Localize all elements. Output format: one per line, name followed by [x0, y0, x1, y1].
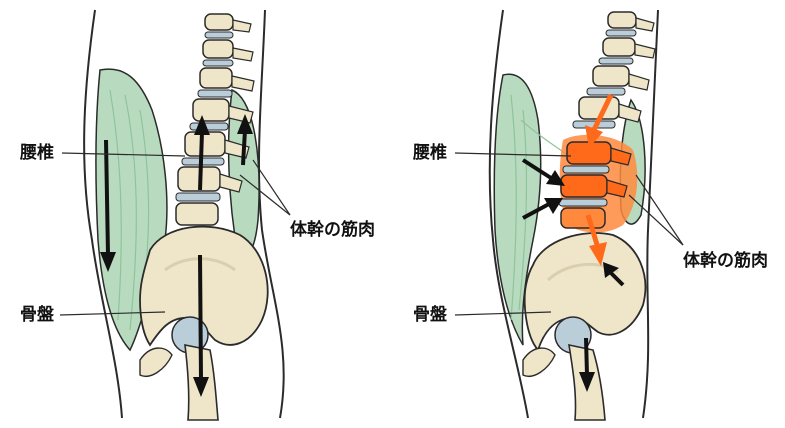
- leader-pelvis: [454, 311, 552, 316]
- label-pelvis: 骨盤: [413, 305, 447, 325]
- panel-strained-posture: 腰椎 骨盤 体幹の筋肉: [393, 0, 785, 428]
- pelvis: [139, 225, 269, 347]
- leader-lumbar: [61, 152, 186, 157]
- leader-lumbar: [454, 152, 572, 157]
- body-outline: [83, 9, 123, 419]
- leader-trunk-2: [628, 194, 684, 246]
- label-trunk-muscle: 体幹の筋肉: [290, 220, 375, 240]
- back-outline: [642, 9, 659, 419]
- back-outline: [258, 9, 285, 419]
- label-pelvis: 骨盤: [20, 305, 54, 325]
- anatomy-drawing-strained: [454, 9, 684, 421]
- leader-trunk-1: [252, 159, 291, 216]
- label-lumbar: 腰椎: [413, 143, 447, 163]
- pelvis: [523, 232, 647, 352]
- leader-trunk-2: [239, 174, 291, 216]
- force-arrows: [100, 114, 253, 397]
- body-outline: [488, 9, 529, 419]
- label-lumbar: 腰椎: [20, 143, 54, 163]
- leader-trunk-1: [635, 174, 684, 246]
- panel-normal-posture: 腰椎 骨盤 体幹の筋肉: [0, 0, 392, 428]
- label-trunk-muscle: 体幹の筋肉: [683, 251, 768, 271]
- leader-pelvis: [59, 311, 166, 316]
- abdominal-muscle: [493, 73, 542, 346]
- anatomy-drawing-normal: [59, 9, 291, 421]
- force-arrows: [521, 93, 625, 392]
